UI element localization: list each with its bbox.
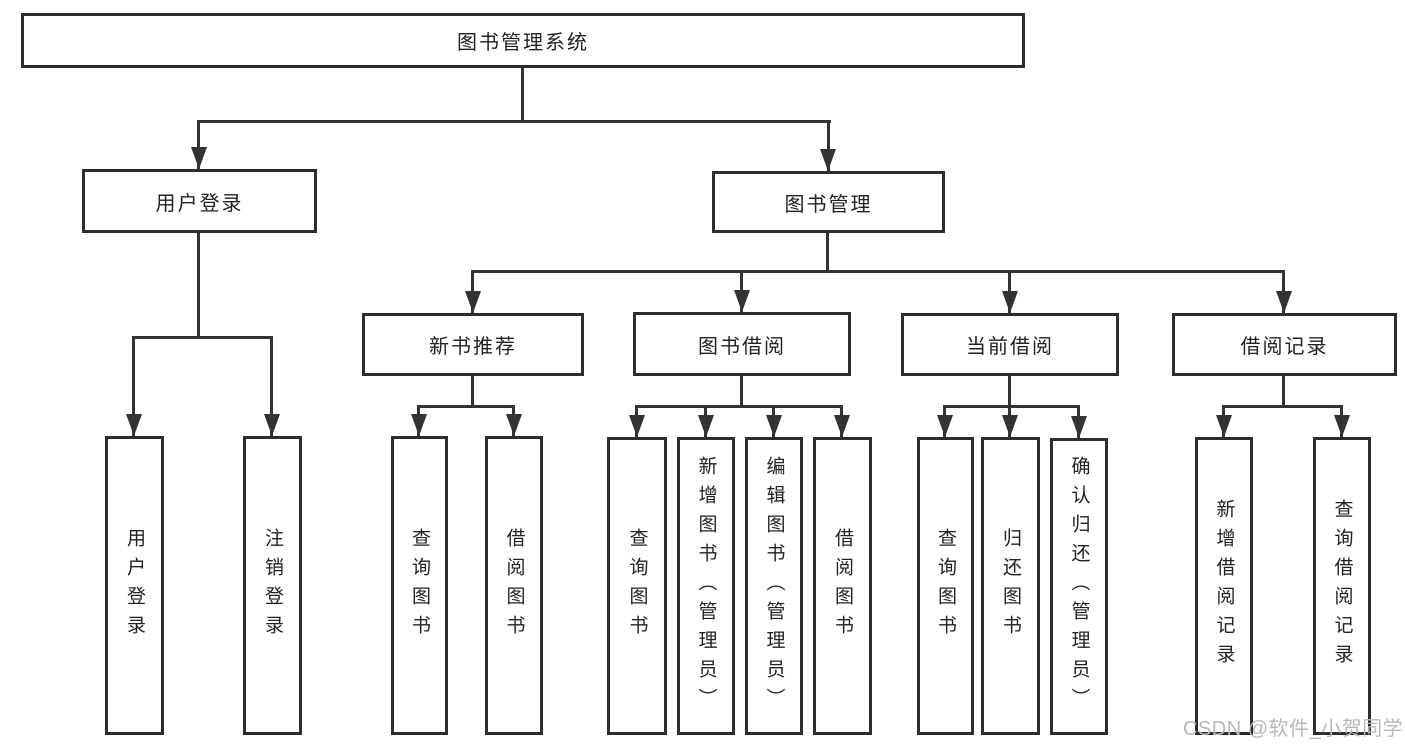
leaf-query-book-1-label: 查询图书 bbox=[409, 527, 430, 644]
node-current-borrow: 当前借阅 bbox=[901, 313, 1119, 376]
arrow-down-icon bbox=[1276, 291, 1292, 313]
node-new-book-recommend: 新书推荐 bbox=[362, 313, 584, 376]
leaf-user-login-label: 用户登录 bbox=[124, 527, 145, 644]
leaf-edit-book-admin-label: 编辑图书（管理员） bbox=[763, 455, 785, 717]
arrow-down-icon bbox=[1002, 291, 1018, 313]
arrow-down-icon bbox=[264, 414, 280, 436]
arrow-down-icon bbox=[411, 414, 427, 436]
leaf-query-book-2-label: 查询图书 bbox=[626, 528, 648, 644]
node-book-management-label: 图书管理 bbox=[784, 193, 873, 216]
connector-line bbox=[471, 376, 474, 405]
leaf-user-login: 用户登录 bbox=[105, 436, 164, 735]
connector-line bbox=[1282, 376, 1285, 405]
connector-line bbox=[197, 233, 200, 336]
arrow-down-icon bbox=[937, 415, 953, 437]
arrow-down-icon bbox=[766, 415, 782, 437]
connector-line bbox=[197, 120, 831, 123]
leaf-query-book-1: 查询图书 bbox=[391, 436, 448, 735]
arrow-down-icon bbox=[1002, 415, 1018, 437]
leaf-confirm-return-admin: 确认归还（管理员） bbox=[1050, 438, 1108, 735]
arrow-down-icon bbox=[1071, 416, 1087, 438]
leaf-query-borrow-record: 查询借阅记录 bbox=[1313, 437, 1371, 735]
leaf-borrow-book-1-label: 借阅图书 bbox=[503, 527, 525, 644]
node-borrow-record: 借阅记录 bbox=[1172, 313, 1397, 376]
arrow-down-icon bbox=[126, 414, 142, 436]
connector-line bbox=[417, 405, 515, 408]
connector-line bbox=[1008, 376, 1011, 405]
leaf-query-book-3: 查询图书 bbox=[917, 437, 974, 735]
node-user-login: 用户登录 bbox=[82, 169, 317, 233]
leaf-borrow-book-1: 借阅图书 bbox=[485, 436, 543, 735]
leaf-confirm-return-admin-label: 确认归还（管理员） bbox=[1068, 456, 1090, 717]
arrow-down-icon bbox=[698, 415, 714, 437]
leaf-logout: 注销登录 bbox=[243, 436, 302, 735]
node-user-login-label: 用户登录 bbox=[155, 192, 244, 215]
node-current-borrow-label: 当前借阅 bbox=[966, 336, 1054, 358]
arrow-down-icon bbox=[834, 415, 850, 437]
leaf-add-borrow-record-label: 新增借阅记录 bbox=[1213, 499, 1235, 673]
leaf-return-book-label: 归还图书 bbox=[1000, 528, 1021, 644]
connector-line bbox=[521, 68, 524, 120]
connector-line bbox=[197, 120, 200, 169]
leaf-return-book: 归还图书 bbox=[981, 437, 1040, 735]
leaf-borrow-book-2: 借阅图书 bbox=[813, 437, 872, 735]
arrow-down-icon bbox=[820, 149, 836, 171]
arrow-down-icon bbox=[465, 291, 481, 313]
node-book-borrow-label: 图书借阅 bbox=[698, 335, 786, 358]
connector-line bbox=[471, 270, 1285, 273]
leaf-add-borrow-record: 新增借阅记录 bbox=[1195, 437, 1253, 735]
node-book-borrow: 图书借阅 bbox=[633, 312, 851, 376]
arrow-down-icon bbox=[191, 147, 207, 169]
connector-line bbox=[270, 336, 273, 436]
leaf-query-borrow-record-label: 查询借阅记录 bbox=[1331, 499, 1353, 673]
arrow-down-icon bbox=[734, 290, 750, 312]
leaf-query-book-2: 查询图书 bbox=[607, 437, 667, 735]
leaf-add-book-admin-label: 新增图书（管理员） bbox=[695, 455, 717, 717]
connector-line bbox=[1222, 405, 1343, 408]
arrow-down-icon bbox=[1216, 415, 1232, 437]
connector-line bbox=[826, 233, 829, 270]
connector-line bbox=[132, 336, 273, 339]
arrow-down-icon bbox=[1334, 415, 1350, 437]
connector-line bbox=[635, 405, 843, 408]
node-new-book-recommend-label: 新书推荐 bbox=[429, 336, 517, 358]
node-book-management: 图书管理 bbox=[712, 171, 945, 233]
arrow-down-icon bbox=[629, 415, 645, 437]
csdn-watermark: CSDN @软件_小贺同学 bbox=[1183, 718, 1404, 740]
leaf-add-book-admin: 新增图书（管理员） bbox=[677, 437, 735, 735]
connector-line bbox=[943, 405, 1080, 408]
leaf-borrow-book-2-label: 借阅图书 bbox=[832, 528, 853, 644]
connector-line bbox=[132, 336, 135, 436]
node-borrow-record-label: 借阅记录 bbox=[1240, 336, 1329, 358]
node-root-label: 图书管理系统 bbox=[457, 32, 589, 54]
leaf-query-book-3-label: 查询图书 bbox=[935, 528, 956, 644]
leaf-logout-label: 注销登录 bbox=[262, 527, 283, 644]
leaf-edit-book-admin: 编辑图书（管理员） bbox=[745, 437, 803, 735]
arrow-down-icon bbox=[506, 414, 522, 436]
connector-line bbox=[827, 120, 830, 171]
node-root: 图书管理系统 bbox=[21, 13, 1025, 68]
connector-line bbox=[740, 376, 743, 405]
